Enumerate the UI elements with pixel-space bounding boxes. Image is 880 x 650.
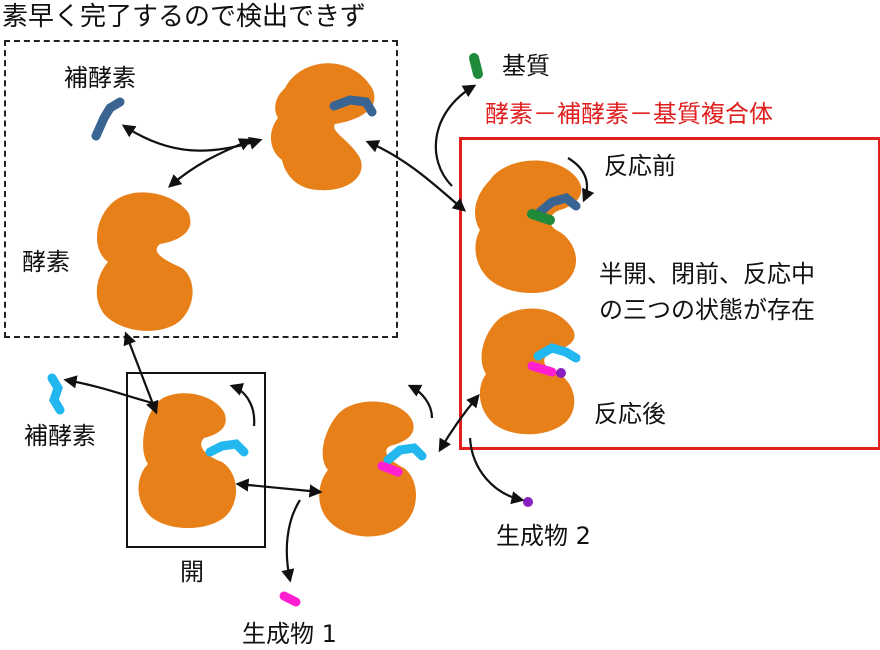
coenzyme-left-label: 補酵素 [24, 422, 96, 450]
enzyme-top-closed [270, 63, 375, 191]
coenzyme-before-reaction [535, 193, 581, 217]
enzyme-label: 酵素 [22, 248, 70, 276]
substrate-before-reaction [527, 209, 555, 225]
arrow-open-to-middle [235, 478, 323, 498]
product1-bottom-middle [377, 461, 403, 477]
arrow-coenzyme-release [63, 375, 157, 406]
enzyme-left-closed [96, 192, 193, 331]
coenzyme-free-top [91, 97, 125, 141]
enzyme-before-reaction [475, 160, 582, 294]
coenzyme-bottom-middle [383, 443, 427, 465]
arrow-middle-hinge [407, 384, 434, 419]
arrow-open-hinge [229, 383, 256, 427]
coenzyme-open-state [205, 439, 249, 457]
enzyme-bottom-middle [319, 401, 416, 537]
coenzyme-free-left [47, 373, 65, 415]
arrow-product1-release [281, 499, 301, 583]
product1-after-reaction [527, 361, 557, 377]
enzyme-open-state [138, 393, 237, 528]
arrow-after-to-middle [438, 393, 480, 453]
transition-arrows [63, 84, 595, 583]
coenzyme-after-reaction [533, 343, 581, 363]
coenzyme-bound-top [329, 95, 377, 117]
product1-free [279, 591, 301, 607]
arrow-product2-release [468, 437, 525, 505]
undetectable-caption: 素早く完了するので検出できず [2, 2, 367, 32]
arrow-top-to-complex [365, 140, 467, 212]
coenzyme-top-label: 補酵素 [64, 64, 136, 92]
arrow-before-closing [567, 157, 595, 203]
product1-label: 生成物 1 [242, 620, 337, 648]
product2-after-reaction [556, 368, 566, 378]
states-line1: 半開、閉前、反応中 [599, 260, 815, 288]
arrow-enzyme-to-open [123, 331, 159, 415]
product2-free [523, 497, 533, 507]
product2-label: 生成物 2 [496, 522, 591, 550]
substrate-free [469, 53, 483, 79]
arrow-substrate-entry [434, 84, 477, 187]
before-reaction-label: 反応前 [604, 152, 676, 180]
states-line2: の三つの状態が存在 [599, 296, 815, 324]
arrow-closed-to-closed [168, 138, 253, 188]
substrate-label: 基質 [502, 52, 550, 80]
after-reaction-label: 反応後 [594, 400, 666, 428]
arrow-coenzyme-binding-top [121, 124, 263, 152]
open-state-frame [126, 372, 266, 548]
complex-title: 酵素－補酵素－基質複合体 [485, 100, 773, 128]
enzyme-after-reaction [479, 308, 575, 435]
complex-highlight-frame [459, 137, 880, 450]
open-state-label: 開 [180, 558, 204, 586]
